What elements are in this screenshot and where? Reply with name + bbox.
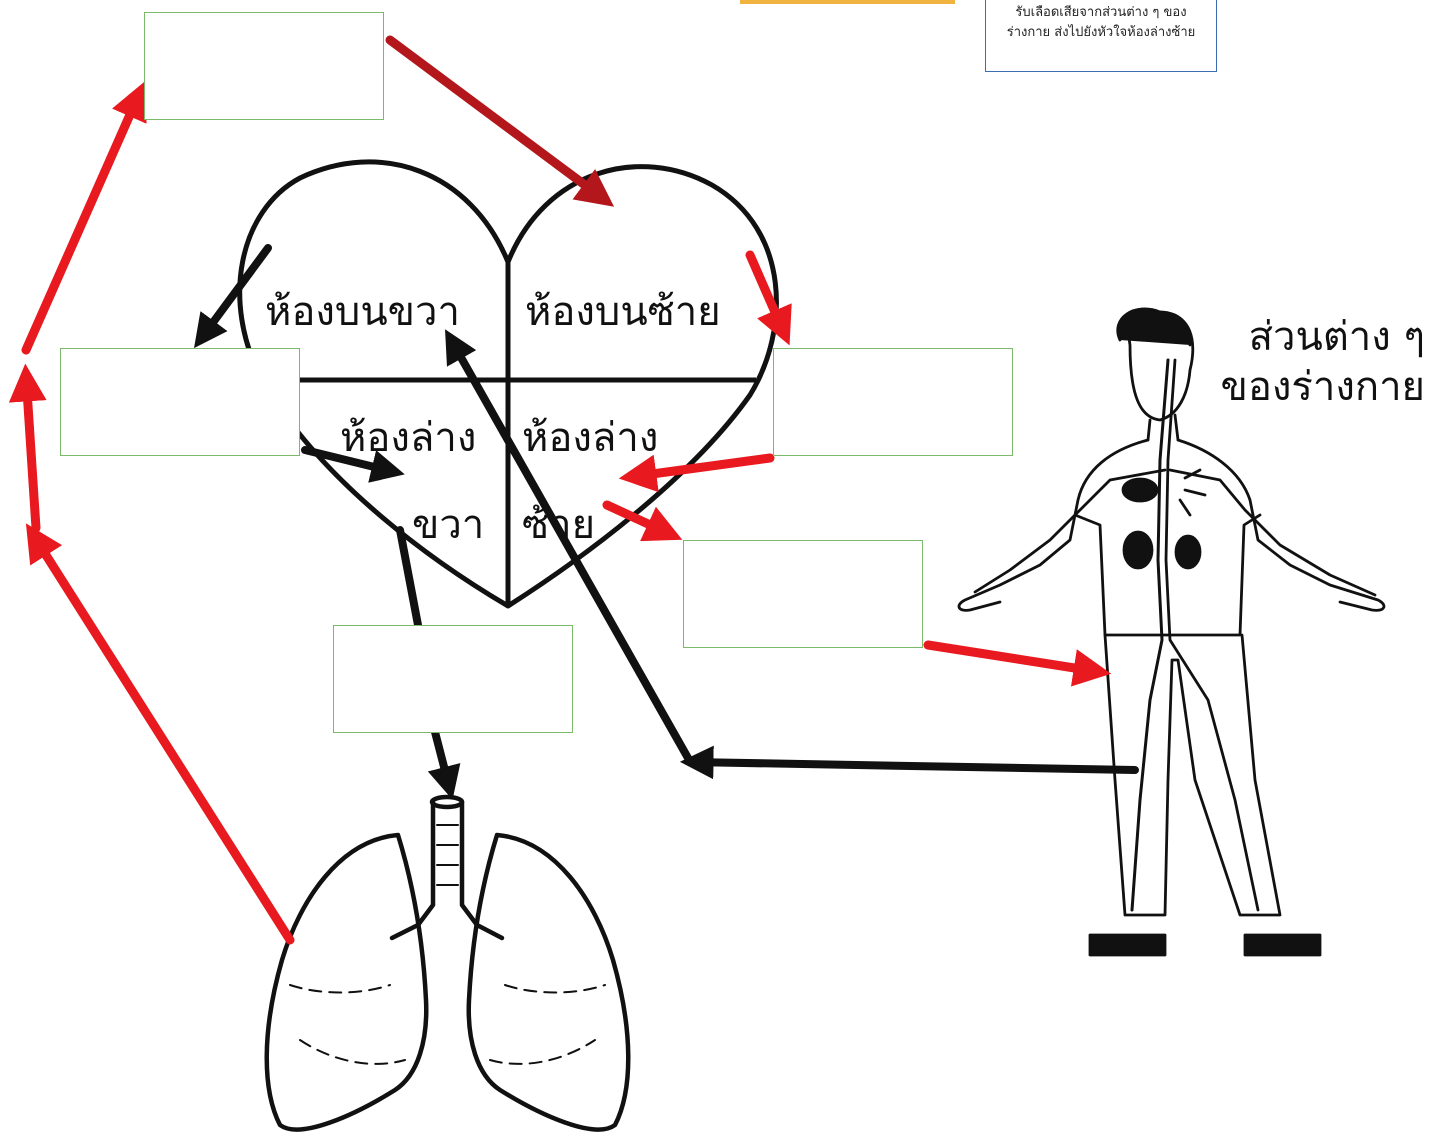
label-lower-left-chamber-1: ห้องล่าง bbox=[522, 418, 658, 458]
label-upper-left-chamber: ห้องบนซ้าย bbox=[525, 292, 721, 332]
example-note-line2: ร่างกาย ส่งไปยังหัวใจห้องล่างซ้าย bbox=[986, 23, 1216, 43]
label-lower-left-chamber-2: ซ้าย bbox=[522, 505, 595, 545]
answer-box-top[interactable] bbox=[144, 12, 384, 120]
arrow-right-atrium-down bbox=[200, 248, 268, 340]
answer-box-left[interactable] bbox=[60, 348, 300, 456]
arrow-box-to-body bbox=[928, 645, 1100, 672]
label-lower-right-chamber-2: ขวา bbox=[412, 505, 484, 545]
arrow-box-to-left-atrium bbox=[390, 40, 605, 200]
lungs-icon bbox=[267, 797, 629, 1130]
arrow-lungs-up bbox=[32, 533, 290, 940]
body-parts-label: ส่วนต่าง ๆ ของร่างกาย bbox=[1221, 312, 1426, 412]
answer-box-middle[interactable] bbox=[683, 540, 923, 648]
answer-box-bottom[interactable] bbox=[333, 625, 573, 733]
body-parts-label-line2: ของร่างกาย bbox=[1221, 362, 1426, 412]
arrows bbox=[26, 40, 1135, 940]
label-lower-right-chamber-1: ห้องล่าง bbox=[340, 418, 476, 458]
answer-box-right[interactable] bbox=[773, 348, 1013, 456]
arrow-left-atrium-down bbox=[750, 255, 785, 335]
label-upper-right-chamber: ห้องบนขวา bbox=[265, 292, 460, 332]
example-note-line1: รับเลือดเสียจากส่วนต่าง ๆ ของ bbox=[986, 3, 1216, 23]
orange-strip bbox=[740, 0, 955, 4]
arrow-left-chain-2 bbox=[26, 92, 140, 350]
example-note: รับเลือดเสียจากส่วนต่าง ๆ ของ ร่างกาย ส่… bbox=[985, 0, 1217, 72]
arrow-to-lungs bbox=[435, 732, 450, 790]
arrow-left-chain-1 bbox=[26, 375, 36, 528]
body-parts-label-line1: ส่วนต่าง ๆ bbox=[1221, 312, 1426, 362]
arrow-body-return bbox=[690, 762, 1135, 770]
